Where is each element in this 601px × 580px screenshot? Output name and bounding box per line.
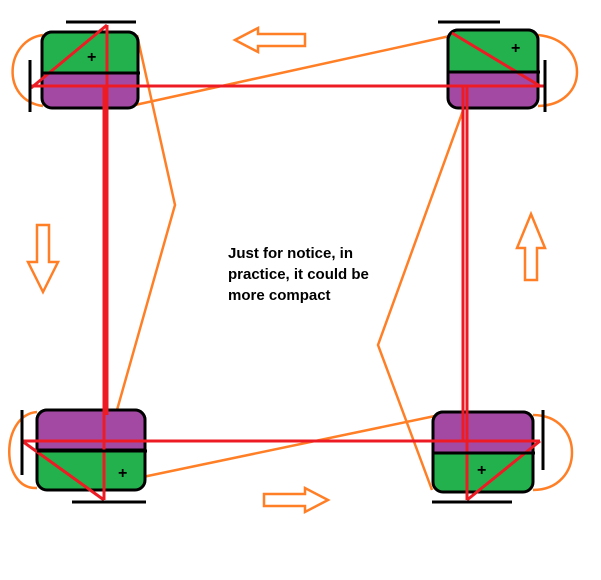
loop-top-left xyxy=(11,33,44,108)
loop-top-right xyxy=(537,33,579,108)
arrow-up-icon xyxy=(515,210,547,282)
terminals xyxy=(20,20,547,504)
arrow-right-icon xyxy=(262,485,331,515)
direction-arrows xyxy=(25,25,547,515)
link-left xyxy=(115,34,177,411)
link-top xyxy=(134,34,451,107)
orange-links xyxy=(8,33,579,492)
arrow-left-icon xyxy=(232,25,307,55)
notice-text: Just for notice, in practice, it could b… xyxy=(228,243,369,306)
plus-label: + xyxy=(118,465,127,482)
plus-label: + xyxy=(511,40,520,57)
note-line: practice, it could be xyxy=(228,266,369,283)
batteries xyxy=(35,28,540,494)
plus-labels: + + + + xyxy=(87,40,520,482)
red-wires xyxy=(21,23,545,502)
link-bottom xyxy=(137,414,436,480)
arrow-down-icon xyxy=(25,223,61,295)
loop-bottom-left xyxy=(8,410,38,490)
plus-label: + xyxy=(477,462,486,479)
note-line: Just for notice, in xyxy=(228,245,354,262)
loop-bottom-right xyxy=(532,413,574,492)
note-line: more compact xyxy=(228,287,331,304)
plus-label: + xyxy=(87,49,96,66)
